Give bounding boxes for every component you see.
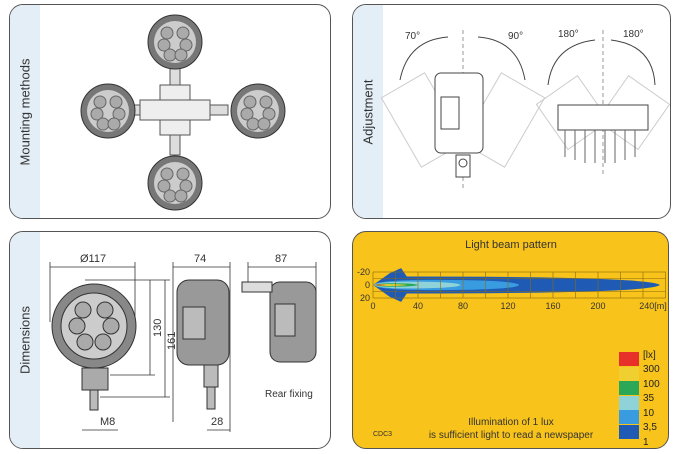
legend-swatch (619, 352, 639, 366)
angle-180-right: 180° (623, 29, 644, 40)
adjustment-illustration: 70° 90° 180° 180° (380, 29, 670, 190)
x-tick-label: 40 (413, 301, 423, 311)
dimensions-drawing: Ø117 130 161 M8 74 87 28 Rear fixing (49, 253, 317, 432)
beam-contour-100-lux (373, 284, 407, 286)
legend-title: [lx] (643, 350, 656, 361)
legend-label: 3,5 (643, 422, 657, 433)
bracket-28-label: 28 (211, 416, 223, 428)
x-tick-label: 240[m] (639, 301, 667, 311)
y-tick-label: 20 (360, 293, 370, 303)
legend-label: 1 (643, 436, 649, 448)
height-161-label: 161 (166, 332, 178, 350)
panel-side-strip: Dimensions (10, 232, 40, 448)
panel-side-strip: Mounting methods (10, 5, 40, 218)
y-tick-label: 0 (365, 280, 370, 290)
rear-fixing-label: Rear fixing (265, 389, 313, 400)
dimensions-panel: Dimensions Ø117 130 161 M8 74 87 28 Rear… (9, 231, 331, 449)
x-tick-label: 120 (500, 301, 515, 311)
x-tick-label: 0 (370, 301, 375, 311)
angle-70: 70° (405, 31, 420, 42)
legend-swatch (619, 366, 639, 381)
thread-label: M8 (100, 416, 115, 428)
legend-swatch (619, 381, 639, 395)
plot-frame (372, 271, 666, 299)
lamp-icons (80, 14, 286, 211)
x-tick-label: 160 (545, 301, 560, 311)
chart-title: Light beam pattern (465, 239, 557, 251)
legend-label: 300 (643, 364, 660, 375)
x-tick-label: 80 (458, 301, 468, 311)
height-130-label: 130 (152, 319, 164, 337)
chart-code: CDC3 (373, 431, 392, 438)
depth-87-label: 87 (275, 253, 287, 265)
mounting-illustration (80, 14, 286, 211)
mounting-methods-panel: Mounting methods (9, 4, 331, 219)
panel-side-strip: Adjustment (353, 5, 383, 218)
note-line-1: Illumination of 1 lux (468, 417, 554, 428)
legend-swatch (619, 410, 639, 424)
legend-label: 10 (643, 407, 655, 419)
beam-contour-300-lux (373, 284, 387, 286)
angle-90: 90° (508, 31, 523, 42)
legend-swatch (619, 395, 639, 410)
note-line-2: is sufficient light to read a newspaper (429, 430, 594, 441)
x-tick-label: 200 (590, 301, 605, 311)
depth-74-label: 74 (194, 253, 206, 265)
y-tick-label: -20 (357, 267, 370, 277)
legend-label: 100 (643, 378, 660, 390)
legend-label: 35 (643, 393, 655, 404)
diameter-label: Ø117 (80, 253, 106, 265)
adjustment-panel: Adjustment 70° 90° 180° 180° (352, 4, 671, 219)
legend-swatch (619, 424, 639, 439)
angle-180-left: 180° (558, 29, 579, 40)
